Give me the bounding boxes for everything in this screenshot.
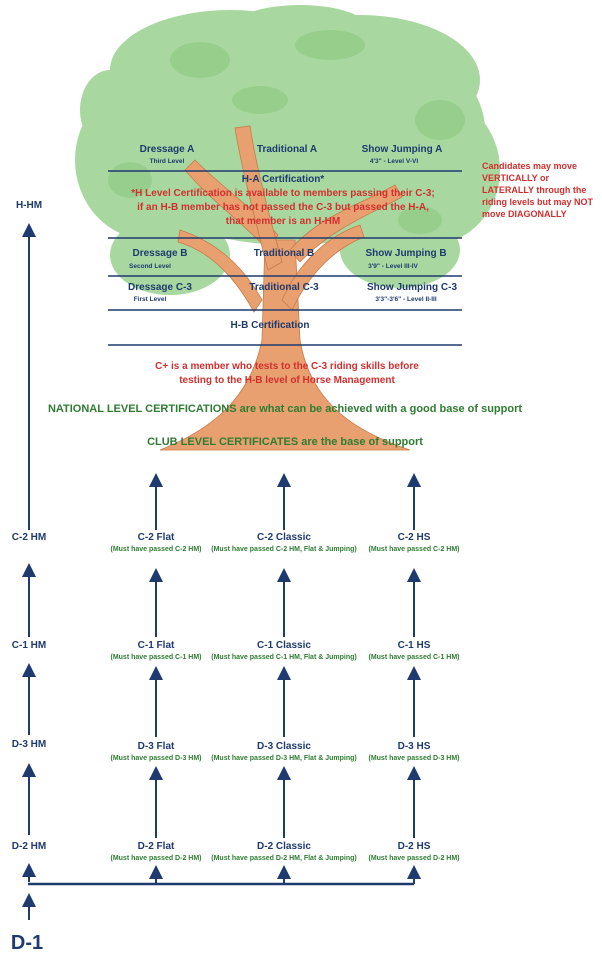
traditional-b: Traditional B xyxy=(253,248,315,259)
grid-classic-d3-req: (Must have passed D-3 HM, Flat & Jumping… xyxy=(211,755,357,762)
dressage-c3-level: First Level xyxy=(133,296,167,303)
grid-hs-d2-req: (Must have passed D-2 HM) xyxy=(368,855,460,862)
ha-certification: H-A Certification* xyxy=(241,174,325,185)
show-jumping-b: Show Jumping B xyxy=(365,248,447,259)
dressage-b: Dressage B xyxy=(132,248,188,259)
show-jumping-c3: Show Jumping C-3 xyxy=(367,282,457,293)
show-jumping-b-level: 3'9" - Level III-IV xyxy=(368,263,418,270)
grid-classic-d2: D-2 Classic xyxy=(257,841,311,852)
ha-note-line-2: if an H-B member has not passed the C-3 … xyxy=(137,202,429,213)
traditional-a: Traditional A xyxy=(256,144,318,155)
grid-hs-c1: C-1 HS xyxy=(397,640,431,651)
grid-hs-c2-req: (Must have passed C-2 HM) xyxy=(368,546,460,553)
ha-note-line-1: *H Level Certification is available to m… xyxy=(131,188,435,199)
grid-flat-d2: D-2 Flat xyxy=(137,841,175,852)
tree-canopy-shading xyxy=(108,30,465,234)
show-jumping-c3-level: 3'3"-3'6" - Level II-III xyxy=(375,296,437,303)
grid-classic-c2-req: (Must have passed C-2 HM, Flat & Jumping… xyxy=(211,546,357,553)
grid-classic-c1-req: (Must have passed C-1 HM, Flat & Jumping… xyxy=(211,654,357,661)
grid-flat-c1-req: (Must have passed C-1 HM) xyxy=(110,654,202,661)
grid-classic-d3: D-3 Classic xyxy=(257,741,311,752)
cplus-note-line-2: testing to the H-B level of Horse Manage… xyxy=(179,375,395,386)
grid-hs-c2: C-2 HS xyxy=(397,532,431,543)
grid-flat-c2: C-2 Flat xyxy=(137,532,175,543)
grid-classic-c1: C-1 Classic xyxy=(257,640,311,651)
grid-classic-c2: C-2 Classic xyxy=(257,532,311,543)
tree-level-lines xyxy=(108,170,462,346)
column-arrows xyxy=(149,473,421,884)
show-jumping-a: Show Jumping A xyxy=(361,144,443,155)
grid-flat-c1: C-1 Flat xyxy=(137,640,175,651)
show-jumping-a-level: 4'3" - Level V-VI xyxy=(369,158,419,165)
dressage-a: Dressage A xyxy=(139,144,195,155)
hm-level-c2: C-2 HM xyxy=(11,532,47,543)
grid-hs-d2: D-2 HS xyxy=(397,841,431,852)
dressage-a-level: Third Level xyxy=(149,158,185,165)
grid-flat-d2-req: (Must have passed D-2 HM) xyxy=(110,855,202,862)
grid-hs-c1-req: (Must have passed C-1 HM) xyxy=(368,654,460,661)
cplus-note-line-1: C+ is a member who tests to the C-3 ridi… xyxy=(155,361,419,372)
dressage-b-level: Second Level xyxy=(129,263,171,270)
grid-flat-d3-req: (Must have passed D-3 HM) xyxy=(110,755,202,762)
hm-level-d3: D-3 HM xyxy=(11,739,47,750)
grid-flat-c2-req: (Must have passed C-2 HM) xyxy=(110,546,202,553)
national-level-note: NATIONAL LEVEL CERTIFICATIONS are what c… xyxy=(47,403,523,415)
grid-classic-d2-req: (Must have passed D-2 HM, Flat & Jumping… xyxy=(211,855,357,862)
hm-level-h-hm: H-HM xyxy=(15,200,43,211)
ha-note-line-3: that member is an H-HM xyxy=(225,216,341,227)
movement-rule-note: Candidates may move VERTICALLY or LATERA… xyxy=(482,161,594,219)
hm-level-d2: D-2 HM xyxy=(11,841,47,852)
dressage-c3: Dressage C-3 xyxy=(128,282,192,293)
grid-flat-d3: D-3 Flat xyxy=(137,741,175,752)
grid-hs-d3: D-3 HS xyxy=(397,741,431,752)
root-level-d1: D-1 xyxy=(10,932,44,954)
hm-level-c1: C-1 HM xyxy=(11,640,47,651)
hb-certification: H-B Certification xyxy=(230,320,310,331)
grid-hs-d3-req: (Must have passed D-3 HM) xyxy=(368,755,460,762)
traditional-c3: Traditional C-3 xyxy=(249,282,319,293)
club-level-note: CLUB LEVEL CERTIFICATES are the base of … xyxy=(147,436,423,448)
